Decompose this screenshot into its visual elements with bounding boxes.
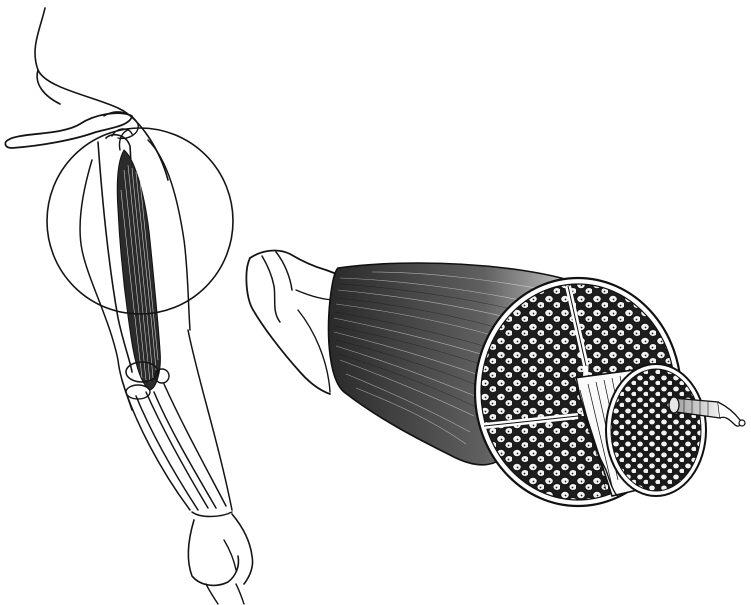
arm-skeleton-muscle-icon xyxy=(5,8,252,604)
